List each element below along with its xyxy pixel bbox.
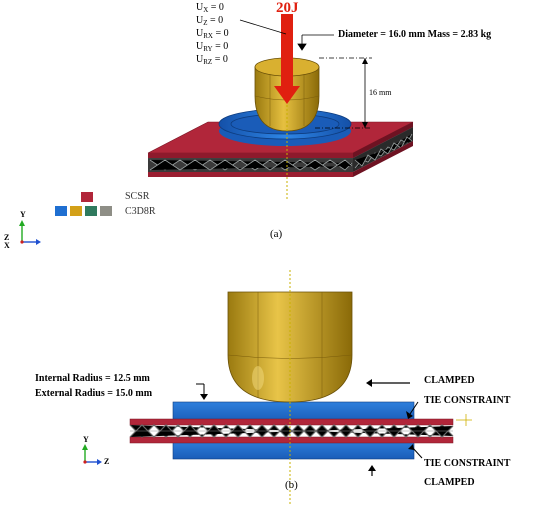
bc-leader <box>239 19 287 35</box>
lower-clamp-ring <box>172 440 415 460</box>
clamped-label-bottom: CLAMPED <box>424 477 475 488</box>
legend-swatch-blue <box>55 206 67 216</box>
triad-a-z: Z <box>4 233 10 242</box>
bc-uz: UZ = 0 <box>196 15 224 27</box>
legend-swatch-gold <box>70 206 82 216</box>
clamped-label-top: CLAMPED <box>424 375 475 386</box>
legend-scsr-label: SCSR <box>125 191 150 202</box>
panel-a-label: (a) <box>270 228 283 240</box>
height-dimension <box>315 57 372 129</box>
legend-swatch-green <box>85 206 97 216</box>
tie-arrow-bottom <box>408 444 423 459</box>
drop-height-label: 16 mm <box>369 88 392 97</box>
triad-a-y: Y <box>20 210 26 219</box>
radius-arrow <box>196 383 208 400</box>
axis-triad-b <box>82 444 102 465</box>
diameter-mass-label: Diameter = 16.0 mm Mass = 2.83 kg <box>338 29 492 40</box>
legend-swatch-grey <box>100 206 112 216</box>
sandwich-panel-b <box>129 418 454 444</box>
diameter-leader <box>297 34 334 51</box>
panel-b-label: (b) <box>285 479 298 491</box>
external-radius-label: External Radius = 15.0 mm <box>35 388 153 399</box>
internal-radius-label: Internal Radius = 12.5 mm <box>35 373 150 384</box>
tie-constraint-label-bottom: TIE CONSTRAINT <box>424 458 511 469</box>
impact-energy-label: 20J <box>276 0 299 16</box>
tie-arrow-top <box>406 401 419 419</box>
axis-triad-a <box>19 220 41 245</box>
impact-arrow <box>274 14 300 104</box>
clamped-arrow-bottom <box>368 465 376 476</box>
bc-ux: UX = 0 <box>196 2 224 14</box>
bc-urx: URX = 0 <box>196 28 229 40</box>
triad-b-y: Y <box>83 435 89 444</box>
legend-c3d8r-label: C3D8R <box>125 206 156 217</box>
tie-marker <box>456 414 472 426</box>
tie-constraint-label-top: TIE CONSTRAINT <box>424 395 511 406</box>
bc-urz: URZ = 0 <box>196 54 228 66</box>
bc-ury: URY = 0 <box>196 41 229 53</box>
triad-a-x: X <box>4 241 10 250</box>
legend-swatch-scsr <box>81 192 93 202</box>
triad-b-z: Z <box>104 457 110 466</box>
clamped-arrow-top <box>366 379 410 387</box>
